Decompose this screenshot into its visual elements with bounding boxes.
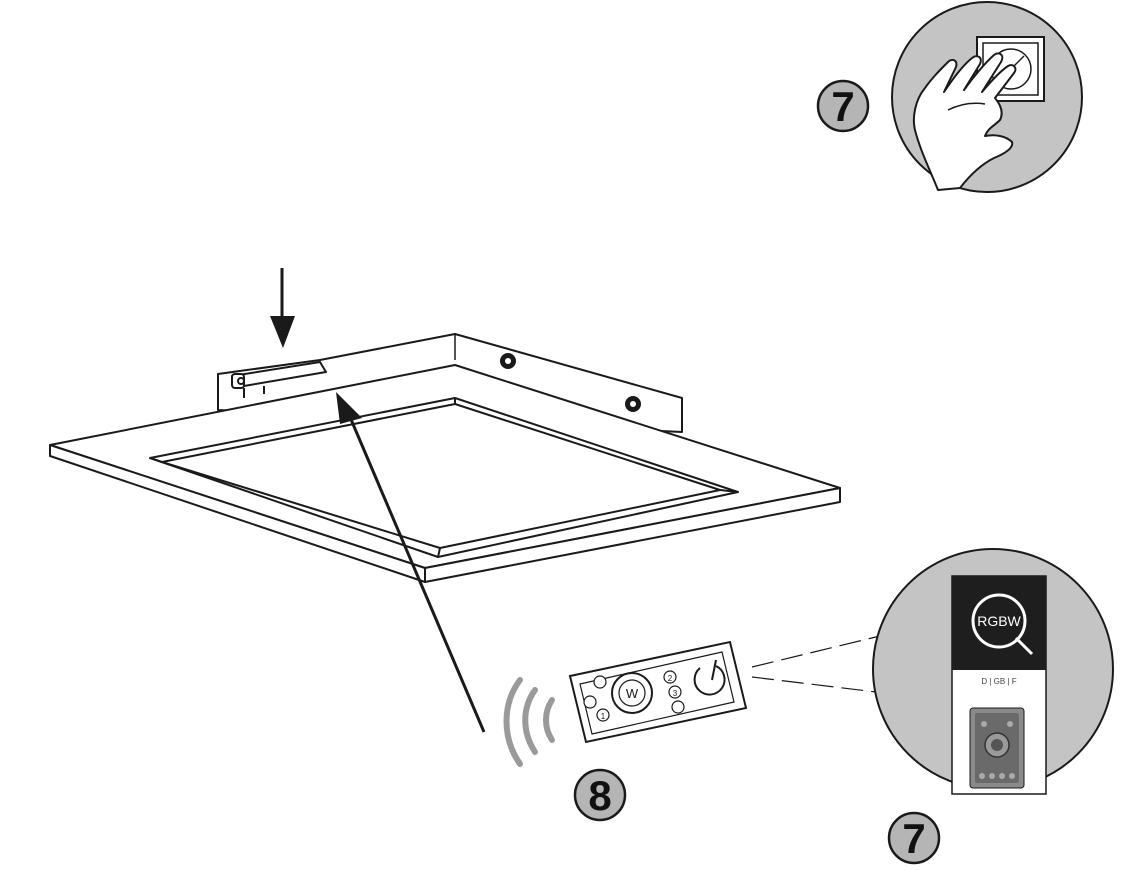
- remote-detail-codes: D | GB | F: [981, 677, 1016, 686]
- remote-button-w: W: [626, 686, 639, 701]
- remote-button-3: 3: [673, 689, 678, 698]
- power-icon: [693, 665, 726, 696]
- rgbw-logo-text: RGBW: [977, 613, 1021, 629]
- remote-button-1: 1: [601, 712, 606, 721]
- step-number-remote: 8: [588, 772, 611, 819]
- remote-control: W 1 2 3: [568, 640, 748, 744]
- step-badge-remote: 8: [573, 768, 627, 822]
- down-arrow: [270, 268, 295, 348]
- ceiling-panel-light: [49, 333, 841, 583]
- step-badge-top: 7: [816, 79, 870, 133]
- step-badge-bottom: 7: [887, 811, 941, 865]
- callout-lines: [751, 635, 881, 693]
- remote-button-2: 2: [668, 674, 673, 683]
- step-number-bottom: 7: [902, 815, 925, 862]
- signal-waves-icon: [503, 677, 555, 767]
- remote-detail-inset: RGBW D | GB | F: [872, 548, 1114, 795]
- hand-icon: [912, 52, 1017, 191]
- switch-inset: [891, 1, 1083, 193]
- step-number-top: 7: [831, 83, 854, 130]
- signal-arrow: [336, 392, 486, 733]
